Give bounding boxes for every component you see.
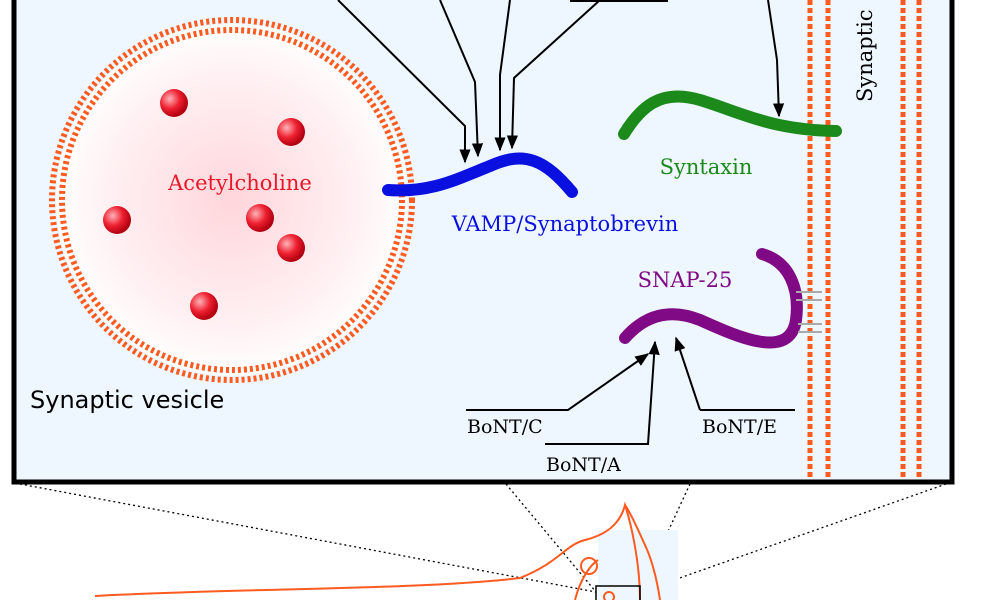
snap25-protein [619, 248, 803, 349]
acetylcholine-label: Acetylcholine [167, 171, 312, 195]
snap25-label: SNAP-25 [638, 268, 733, 292]
synaptic-vesicle-label: Synaptic vesicle [30, 386, 224, 414]
acetylcholine-molecules [103, 89, 305, 320]
synaptic-cleft-label: Synaptic [853, 9, 877, 102]
vamp-cleavage-arrows [337, 0, 668, 164]
neuron-overview [94, 501, 678, 600]
vamp-label: VAMP/Synaptobrevin [451, 212, 678, 236]
bont-arrows [466, 336, 795, 445]
vamp-protein [382, 152, 578, 198]
syntaxin-cleavage-arrow [767, 0, 785, 118]
bont-c-label: BoNT/C [467, 416, 543, 438]
zoom-lines [19, 483, 947, 593]
bont-e-label: BoNT/E [702, 416, 777, 438]
bont-a-label: BoNT/A [546, 454, 621, 476]
syntaxin-protein [618, 90, 842, 140]
synaptic-vesicle [49, 17, 415, 383]
syntaxin-label: Syntaxin [660, 155, 753, 179]
snap25-anchors [796, 291, 822, 333]
zoom-region-box [595, 585, 641, 600]
